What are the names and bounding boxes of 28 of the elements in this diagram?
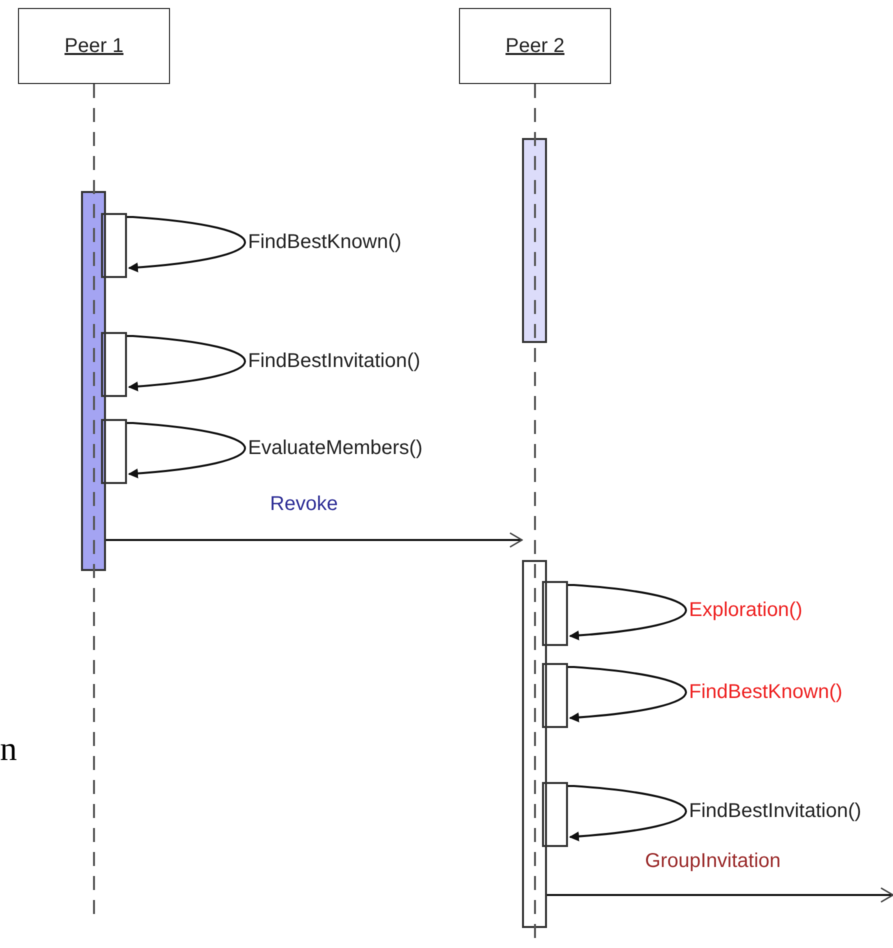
self-call-arrow [127,422,246,478]
activation-box [101,213,127,278]
message-arrow [106,532,523,548]
activation-box [542,663,568,728]
participant-name: Peer 2 [506,34,564,58]
message-arrow [547,887,893,903]
activation-bar [81,191,106,571]
activation-box [542,782,568,847]
self-call-arrow [127,335,246,392]
self-call-arrow [127,216,246,272]
participant-name: Peer 1 [64,34,124,58]
self-call-arrow [568,584,687,640]
participant-box [459,8,611,84]
activation-box [542,581,568,646]
method-call-label: EvaluateMembers() [248,436,423,458]
self-call-arrow [568,785,687,842]
method-call-label: FindBestKnown() [248,230,402,252]
self-call-arrow [568,666,687,722]
method-call-label: FindBestKnown() [689,680,842,702]
method-call-label: FindBestInvitation() [689,800,862,822]
activation-box [101,419,127,484]
method-call-label: Exploration() [689,598,802,620]
method-call-label: FindBestInvitation() [248,350,420,372]
activation-box [101,332,127,397]
activation-bar [522,138,547,343]
activation-bar [522,560,547,928]
message-label: GroupInvitation [645,850,781,872]
participant-box [18,8,170,84]
